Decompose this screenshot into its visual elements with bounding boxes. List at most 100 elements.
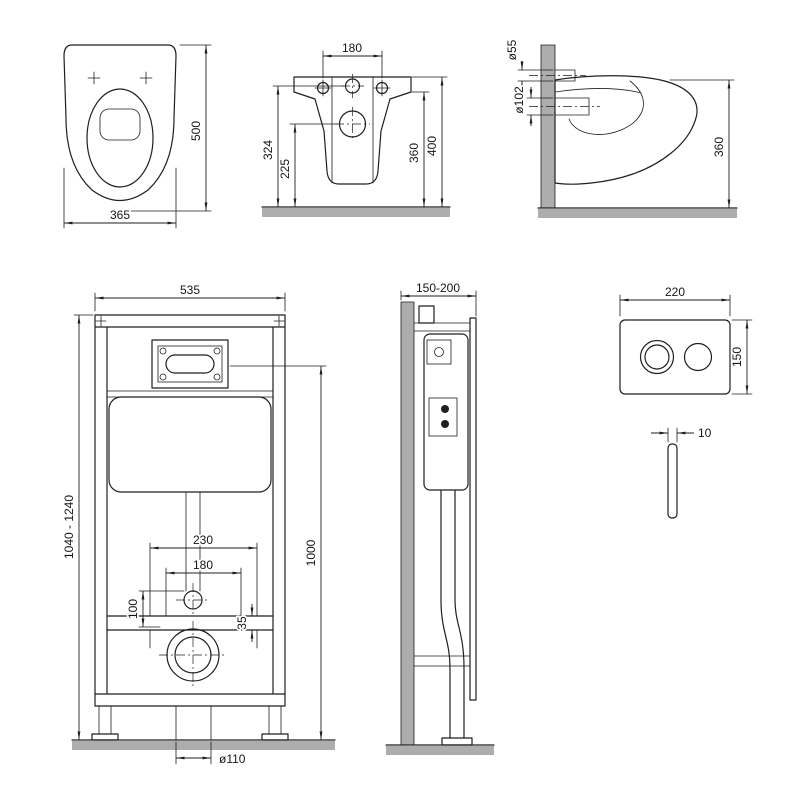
dim-panel-height: 1000 <box>229 365 327 741</box>
bowl-inner-detail <box>99 108 141 141</box>
foot-plate-right <box>261 733 289 741</box>
dim-span-180: 180 <box>165 556 242 617</box>
dim-label-inlet-height: 324 <box>261 140 275 160</box>
flush-unit-inner <box>157 345 223 383</box>
frame-bottom-bar <box>94 693 286 707</box>
dim-span-230: 230 <box>149 531 258 617</box>
dim-label-plate-height: 150 <box>730 347 744 367</box>
flush-pipe <box>185 491 201 592</box>
dim-label-bowl-height: 360 <box>407 143 421 163</box>
dim-inlet-height: 324 <box>259 85 345 207</box>
dim-label-inlet-diameter: ø55 <box>505 39 519 60</box>
toilet-front-view: 180 324 225 360 400 <box>259 39 451 217</box>
foot-plate-left <box>91 733 119 741</box>
frame-top-bar <box>94 314 286 328</box>
dim-label-plate-thickness: 10 <box>698 426 712 440</box>
drain-bend-pipe <box>440 489 465 739</box>
dim-outlet-diameter: ø102 <box>510 84 554 126</box>
dim-bowl-depth: 500 <box>125 44 212 212</box>
foot-plate <box>441 737 473 746</box>
corner-cross-left <box>95 315 107 327</box>
dim-label-total-height: 400 <box>425 136 439 156</box>
dim-plate-height: 150 <box>728 319 753 395</box>
dim-bolt-spacing: 180 <box>322 39 383 79</box>
dim-inlet-diameter: ø55 <box>503 38 554 90</box>
wall-hatch <box>541 45 555 208</box>
dim-label-bolt-spacing: 180 <box>342 41 362 55</box>
frame-rails <box>94 326 286 695</box>
toilet-side-view: ø55 ø102 360 <box>503 38 738 218</box>
toilet-top-view: 500 365 <box>63 44 212 229</box>
dim-label-plate-width: 220 <box>665 285 685 299</box>
dim-label-offset-100: 100 <box>126 599 140 619</box>
valve-screw-bottom <box>441 420 449 428</box>
mount-cross-right <box>139 71 153 85</box>
floor-hatch <box>262 208 450 217</box>
seat-opening <box>86 88 154 188</box>
flush-button-large-outer <box>639 339 675 375</box>
bowl-inner-curve <box>568 80 644 135</box>
frame-side-view: 150-200 <box>385 279 495 755</box>
valve-box-side <box>428 397 458 437</box>
bowl-side-outline <box>554 75 698 185</box>
flush-plate-view: 220 150 10 <box>619 283 753 519</box>
dim-label-outlet-diameter: ø102 <box>512 86 526 114</box>
bowl-rim-line <box>554 87 642 94</box>
dim-label-bowl-width: 365 <box>110 208 130 222</box>
dim-label-side-height: 360 <box>712 137 726 157</box>
dim-plate-width: 220 <box>619 283 731 317</box>
dim-label-frame-width: 535 <box>180 283 200 297</box>
mounting-bracket-bar <box>106 615 274 631</box>
flush-unit-side <box>426 339 452 365</box>
dim-depth-range: 150-200 <box>400 279 477 317</box>
dim-bowl-width: 365 <box>63 167 177 229</box>
valve-screw-top <box>441 405 449 413</box>
dim-plate-thickness: 10 <box>651 424 713 443</box>
lower-wall-bracket <box>413 655 471 667</box>
bowl-outline <box>63 44 177 201</box>
dim-offset-100: 100 <box>124 590 185 628</box>
dim-drain-diameter: ø110 <box>175 741 248 768</box>
floor-hatch <box>386 746 494 755</box>
dim-total-height: 400 <box>411 76 448 207</box>
floor-hatch <box>72 741 335 750</box>
frame-legs <box>98 705 282 735</box>
mounting-studs <box>149 629 258 649</box>
frame-rail-side <box>469 317 477 701</box>
dim-label-span-180: 180 <box>193 558 213 572</box>
drain-pipe-stub <box>175 705 212 741</box>
mount-cross-left <box>87 71 101 85</box>
dim-frame-width: 535 <box>94 281 286 312</box>
dim-label-panel-height: 1000 <box>304 539 318 566</box>
dim-side-height: 360 <box>669 79 735 208</box>
cistern-tank <box>108 396 272 493</box>
flush-plate-side-profile <box>667 443 678 519</box>
floor-hatch <box>538 209 737 218</box>
flush-button-small <box>683 342 713 372</box>
dim-label-drain-diameter: ø110 <box>219 752 246 766</box>
dim-label-frame-height-range: 1040 - 1240 <box>62 495 76 559</box>
dim-offset-35: 35 <box>233 604 254 642</box>
dim-frame-height-range: 1040 - 1240 <box>60 314 94 741</box>
flush-unit-slot <box>165 354 215 374</box>
bowl-front-outline <box>293 76 412 185</box>
wall-hatch <box>401 302 414 745</box>
tank-side <box>423 333 469 491</box>
dim-bowl-height: 360 <box>405 91 430 207</box>
flush-button-large-inner <box>644 344 670 370</box>
dim-label-span-230: 230 <box>193 533 213 547</box>
dim-label-depth-range: 150-200 <box>416 281 460 295</box>
dim-label-bowl-depth: 500 <box>189 121 203 141</box>
frame-front-view: 535 1040 - 1240 1000 230 180 100 <box>60 281 336 768</box>
dim-label-offset-35: 35 <box>235 616 249 630</box>
corner-cross-right <box>273 315 285 327</box>
flush-unit-outer <box>151 339 229 389</box>
dim-label-outlet-height: 225 <box>278 159 292 179</box>
dim-outlet-height: 225 <box>276 123 339 207</box>
wall-bracket-arm <box>413 322 471 332</box>
tank-shelf-lines <box>106 390 274 398</box>
wall-hook <box>418 305 435 324</box>
flush-plate <box>619 319 731 395</box>
